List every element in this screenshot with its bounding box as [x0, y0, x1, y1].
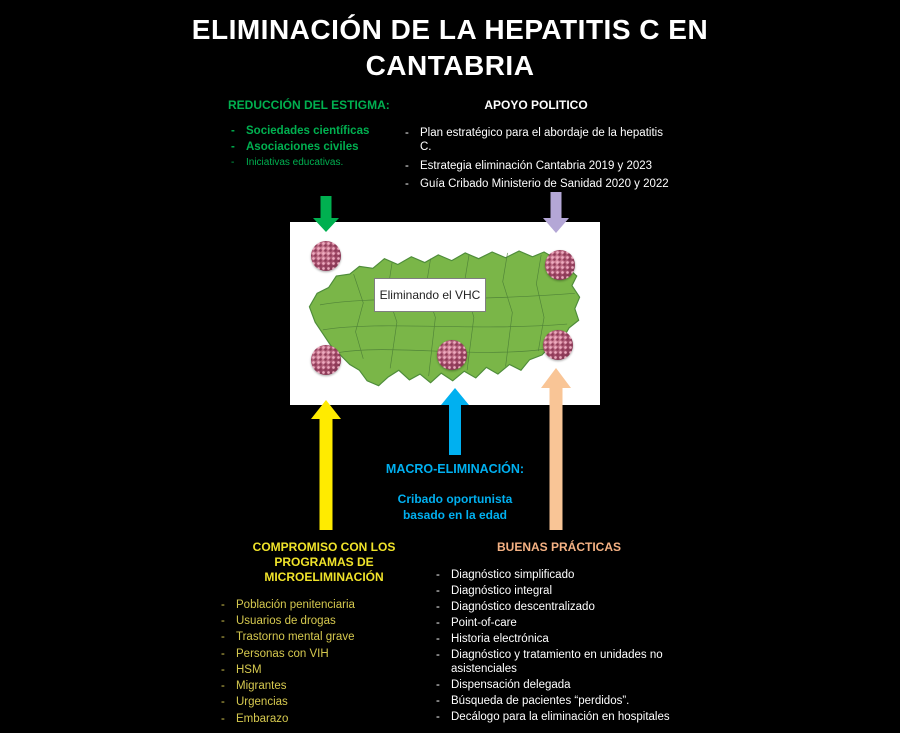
political-item: Guía Cribado Ministerio de Sanidad 2020 … [402, 177, 670, 192]
micro-heading: COMPROMISO CON LOS PROGRAMAS DE MICROELI… [252, 540, 396, 584]
micro-section: COMPROMISO CON LOS PROGRAMAS DE MICROELI… [218, 540, 430, 729]
virus-icon [545, 250, 575, 280]
micro-item: Trastorno mental grave [218, 631, 430, 644]
page-title: ELIMINACIÓN DE LA HEPATITIS C EN CANTABR… [191, 14, 709, 81]
practices-item: Diagnóstico descentralizado [433, 600, 685, 614]
stigma-heading: REDUCCIÓN DEL ESTIGMA: [228, 98, 390, 112]
macro-section: MACRO-ELIMINACIÓN: Cribado oportunista b… [370, 462, 540, 523]
green-down-arrow-icon [313, 196, 339, 232]
practices-section: BUENAS PRÁCTICAS Diagnóstico simplificad… [433, 540, 685, 726]
micro-item: Urgencias [218, 696, 430, 709]
macro-body: Cribado oportunista basado en la edad [397, 492, 513, 522]
practices-item: Diagnóstico simplificado [433, 568, 685, 582]
stigma-item: Iniciativas educativas. [228, 157, 408, 169]
municipality-borders [319, 252, 575, 377]
micro-item: Población penitenciaria [218, 599, 430, 612]
practices-item: Diagnóstico y tratamiento en unidades no… [433, 648, 685, 676]
stigma-item: Asociaciones civiles [228, 141, 408, 154]
practices-list: Diagnóstico simplificado Diagnóstico int… [433, 568, 685, 724]
practices-heading: BUENAS PRÁCTICAS [496, 540, 621, 554]
purple-down-arrow-icon [543, 192, 569, 233]
practices-item: Búsqueda de pacientes “perdidos”. [433, 694, 685, 708]
virus-icon [437, 340, 467, 370]
political-item: Estrategia eliminación Cantabria 2019 y … [402, 159, 670, 174]
political-list: Plan estratégico para el abordaje de la … [402, 126, 670, 192]
virus-icon [543, 330, 573, 360]
micro-item: Personas con VIH [218, 648, 430, 661]
cantabria-map: Eliminando el VHC [290, 222, 600, 405]
virus-icon [311, 241, 341, 271]
virus-icon [311, 345, 341, 375]
stigma-section: REDUCCIÓN DEL ESTIGMA: Sociedades cientí… [228, 98, 408, 172]
blue-up-arrow-icon [441, 388, 469, 455]
practices-item: Point-of-care [433, 616, 685, 630]
practices-item: Decálogo para la eliminación en hospital… [433, 710, 685, 724]
practices-item: Historia electrónica [433, 632, 685, 646]
map-center-label: Eliminando el VHC [374, 278, 486, 312]
political-heading: APOYO POLITICO [484, 98, 588, 112]
micro-list: Población penitenciaria Usuarios de drog… [218, 599, 430, 726]
stigma-list: Sociedades científicas Asociaciones civi… [228, 125, 408, 169]
political-section: APOYO POLITICO Plan estratégico para el … [402, 98, 670, 196]
yellow-up-arrow-icon [311, 400, 341, 530]
micro-item: Usuarios de drogas [218, 615, 430, 628]
stigma-item: Sociedades científicas [228, 125, 408, 138]
macro-heading: MACRO-ELIMINACIÓN: [385, 462, 525, 476]
micro-item: Embarazo [218, 713, 430, 726]
political-item: Plan estratégico para el abordaje de la … [402, 126, 670, 155]
orange-up-arrow-icon [541, 368, 571, 530]
practices-item: Diagnóstico integral [433, 584, 685, 598]
micro-item: Migrantes [218, 680, 430, 693]
micro-item: HSM [218, 664, 430, 677]
practices-item: Dispensación delegada [433, 678, 685, 692]
